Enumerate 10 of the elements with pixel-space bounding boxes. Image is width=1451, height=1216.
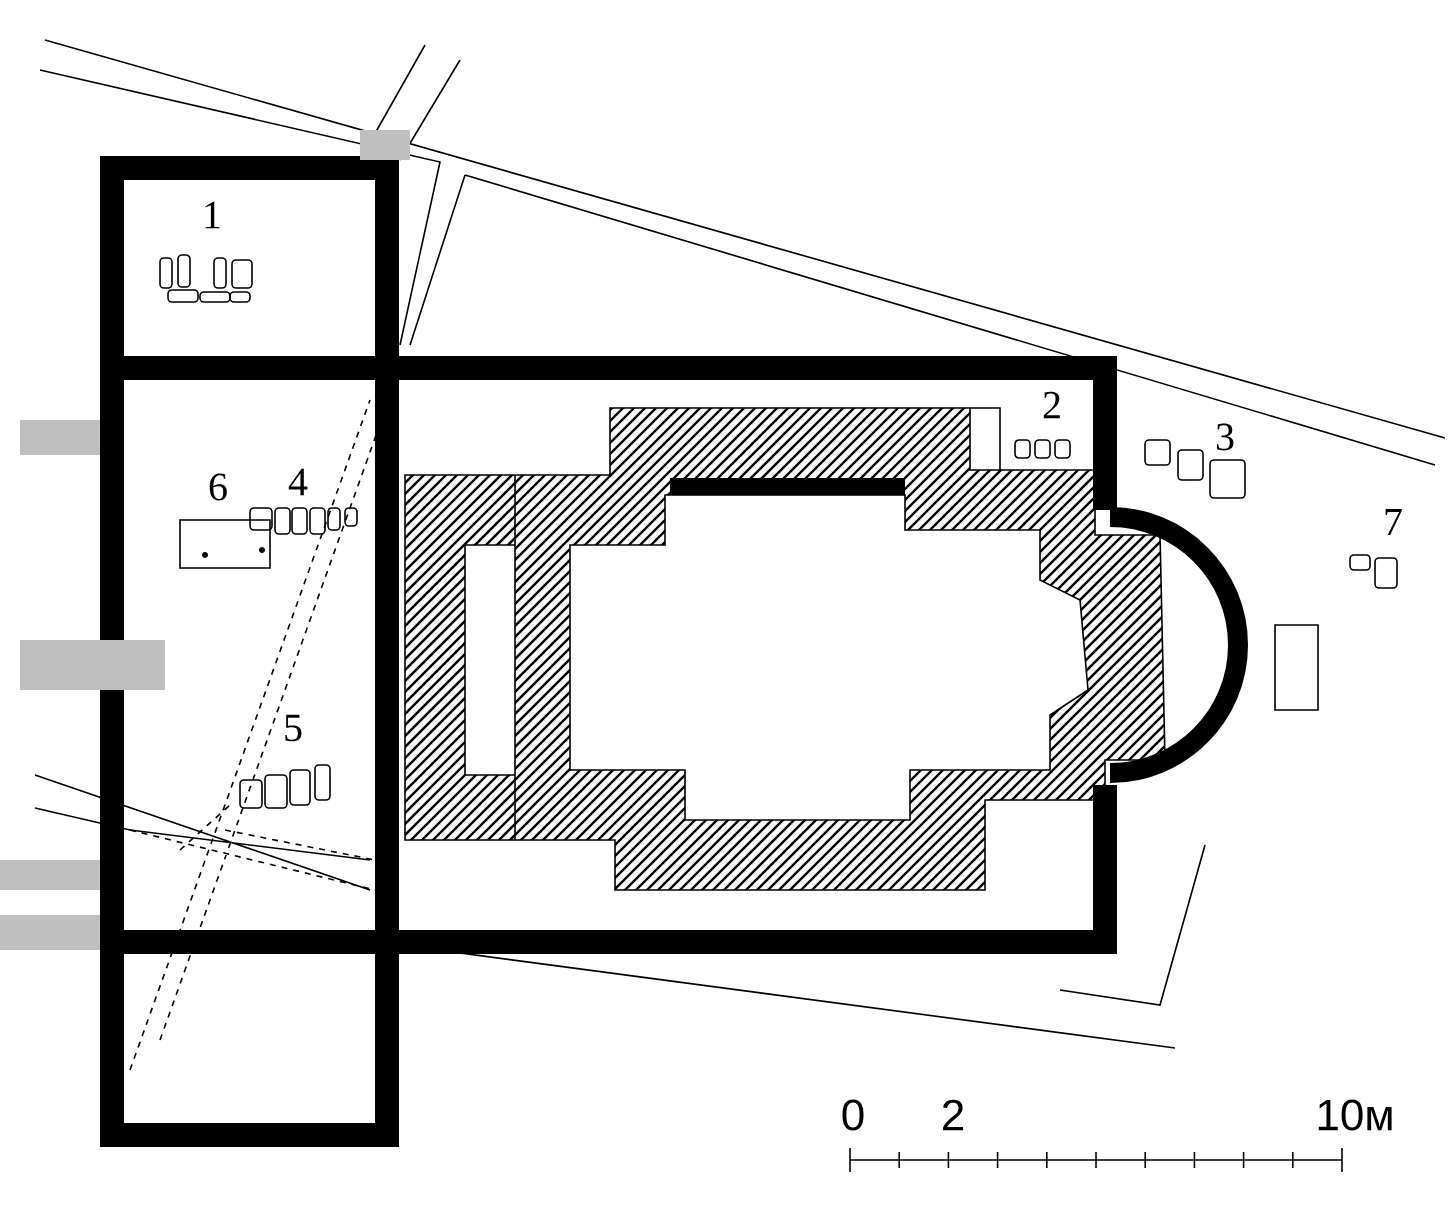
- scale-label: 10м: [1318, 1099, 1392, 1131]
- scale-label: 2: [943, 1099, 964, 1131]
- callout-number: 6: [209, 473, 227, 501]
- callout-number: 3: [1216, 423, 1234, 451]
- callout-number: 4: [288, 468, 308, 496]
- callout-number: 5: [285, 714, 302, 742]
- callout-number: 7: [1385, 508, 1402, 536]
- callout-number: 2: [1043, 391, 1060, 419]
- scale-label: 0: [842, 1099, 864, 1131]
- callout-number: 1: [205, 201, 220, 229]
